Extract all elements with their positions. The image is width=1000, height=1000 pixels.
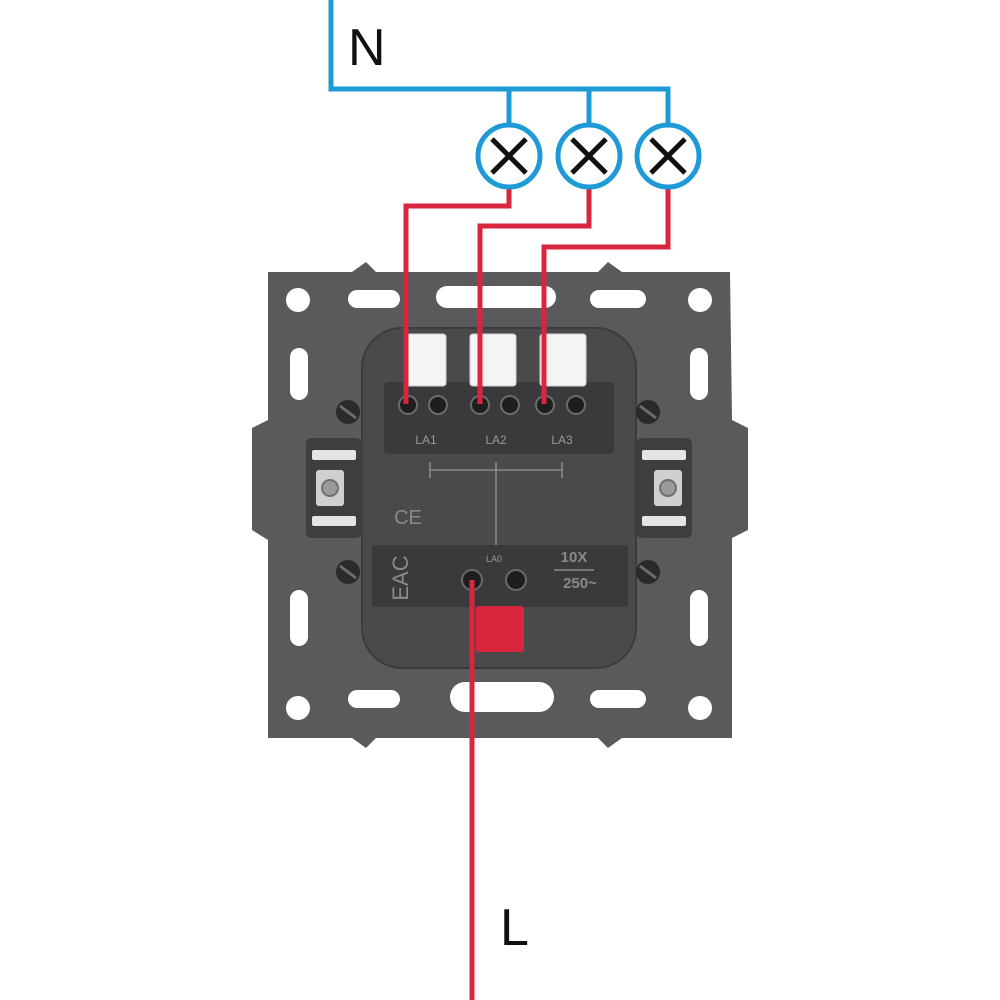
release-lever xyxy=(469,333,517,387)
neutral-wire xyxy=(328,0,671,125)
switch-body: LA1 LA2 LA3 LA0 CE EAC 10X 250~ xyxy=(306,327,692,669)
switched-live-wires xyxy=(403,188,671,404)
lamp-cross-icon xyxy=(649,137,687,175)
plate-slot xyxy=(348,290,400,308)
terminal-label-la3: LA3 xyxy=(551,433,573,447)
plate-slot xyxy=(450,682,554,712)
terminal-label-la1: LA1 xyxy=(415,433,437,447)
input-terminal-hole xyxy=(505,569,527,591)
lamp-cross-icon xyxy=(490,137,528,175)
mounting-screw-icon xyxy=(636,400,660,424)
plate-corner-hole xyxy=(286,288,310,312)
plate-corner-hole xyxy=(688,288,712,312)
neutral-label: N xyxy=(348,19,386,77)
plate-slot xyxy=(290,590,308,646)
lamp-1 xyxy=(475,122,543,190)
mounting-screw-icon xyxy=(336,560,360,584)
plate-corner-hole xyxy=(286,696,310,720)
plate-slot xyxy=(590,290,646,308)
terminal-label-la2: LA2 xyxy=(485,433,507,447)
lamp-2 xyxy=(555,122,623,190)
rating-voltage: 250~ xyxy=(563,575,597,592)
plate-slot xyxy=(348,690,400,708)
rating-current: 10X xyxy=(561,549,588,566)
plate-slot xyxy=(690,348,708,400)
eac-marking: EAC xyxy=(388,555,413,600)
lamp-3 xyxy=(634,122,702,190)
plate-slot xyxy=(436,286,556,308)
mounting-screw-icon xyxy=(636,560,660,584)
plate-slot xyxy=(690,590,708,646)
internal-circuit-lines xyxy=(429,462,563,545)
plate-corner-hole xyxy=(688,696,712,720)
live-label: L xyxy=(500,899,529,957)
plate-slot xyxy=(290,348,308,400)
terminal-label-la0: LA0 xyxy=(486,554,502,564)
release-lever xyxy=(403,333,447,387)
input-terminal-block xyxy=(372,545,628,607)
lamp-cross-icon xyxy=(570,137,608,175)
ce-marking: CE xyxy=(394,507,422,529)
live-release-button xyxy=(476,606,524,652)
release-lever xyxy=(539,333,587,387)
plate-slot xyxy=(590,690,646,708)
right-clamp xyxy=(636,438,692,538)
left-clamp xyxy=(306,438,362,538)
mounting-screw-icon xyxy=(336,400,360,424)
